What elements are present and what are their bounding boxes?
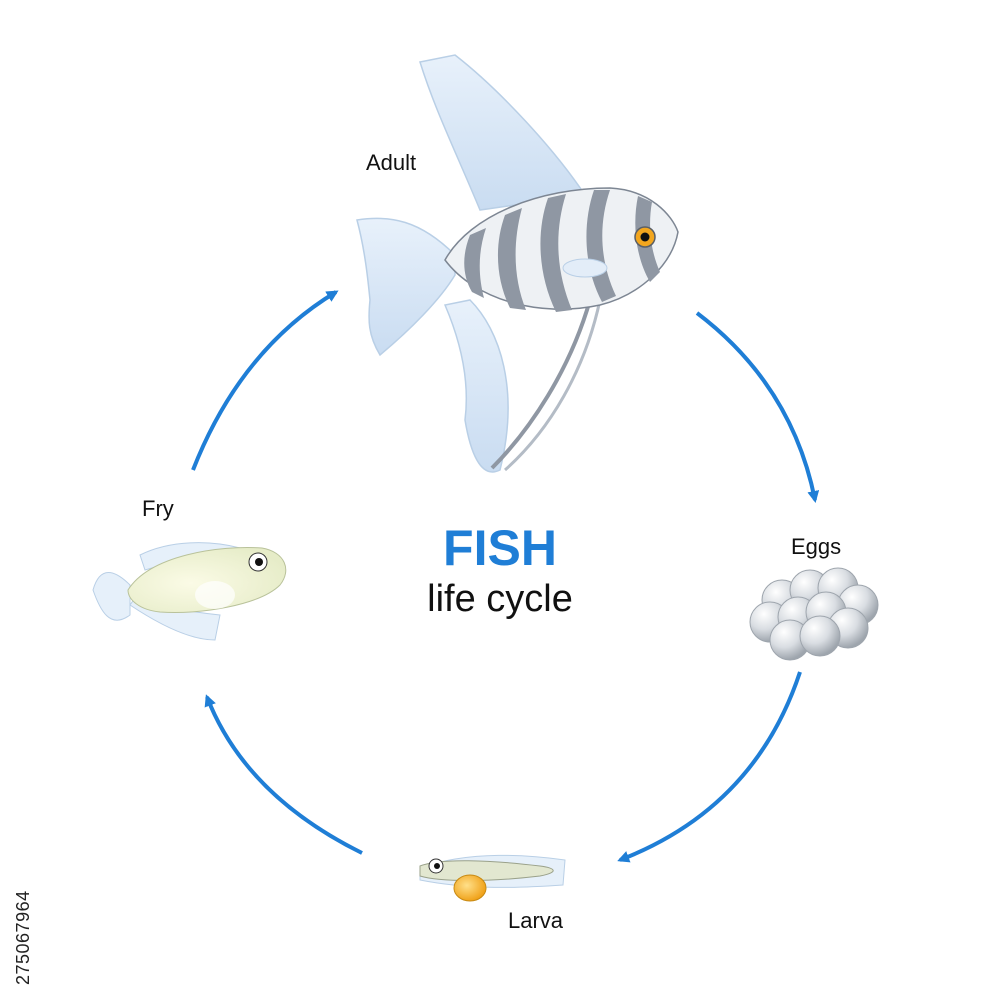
larva-body xyxy=(419,860,554,881)
larva-pupil xyxy=(434,863,440,869)
fry-pupil xyxy=(255,558,263,566)
diagram-subtitle: life cycle xyxy=(427,578,573,620)
adult-tail-fin xyxy=(356,217,456,357)
adult-pelvic-streamer-2 xyxy=(504,299,602,472)
fry-illustration xyxy=(92,542,287,641)
arrow-eggs-to-larva xyxy=(617,671,802,863)
arrow-fry-to-adult xyxy=(191,290,339,471)
adult-dorsal-fin xyxy=(419,54,587,211)
larva-illustration xyxy=(419,854,566,902)
eggs-cluster-illustration xyxy=(749,567,879,661)
stage-label-larva: Larva xyxy=(508,908,564,933)
larva-yolk-sac xyxy=(453,874,487,902)
fry-body xyxy=(127,547,287,613)
diagram-title: FISH xyxy=(443,520,557,576)
stage-label-fry: Fry xyxy=(142,496,174,521)
adult-stripe-2 xyxy=(497,208,526,310)
stage-label-adult: Adult xyxy=(366,150,417,175)
adult-angelfish-illustration xyxy=(356,54,679,473)
fry-belly xyxy=(195,581,235,609)
adult-anal-fin xyxy=(443,299,509,473)
adult-pelvic-streamer xyxy=(490,299,592,470)
stage-label-eggs: Eggs xyxy=(791,534,842,559)
fry-tail-fin xyxy=(92,572,131,621)
arrow-larva-to-fry xyxy=(204,694,363,855)
adult-stripe-3 xyxy=(540,194,572,312)
egg xyxy=(799,615,841,657)
stock-image-id: 275067964 xyxy=(13,890,33,985)
arrow-adult-to-eggs xyxy=(695,311,820,503)
adult-pectoral-fin xyxy=(562,258,608,278)
adult-pupil xyxy=(640,232,650,242)
adult-stripe-1 xyxy=(464,228,486,298)
